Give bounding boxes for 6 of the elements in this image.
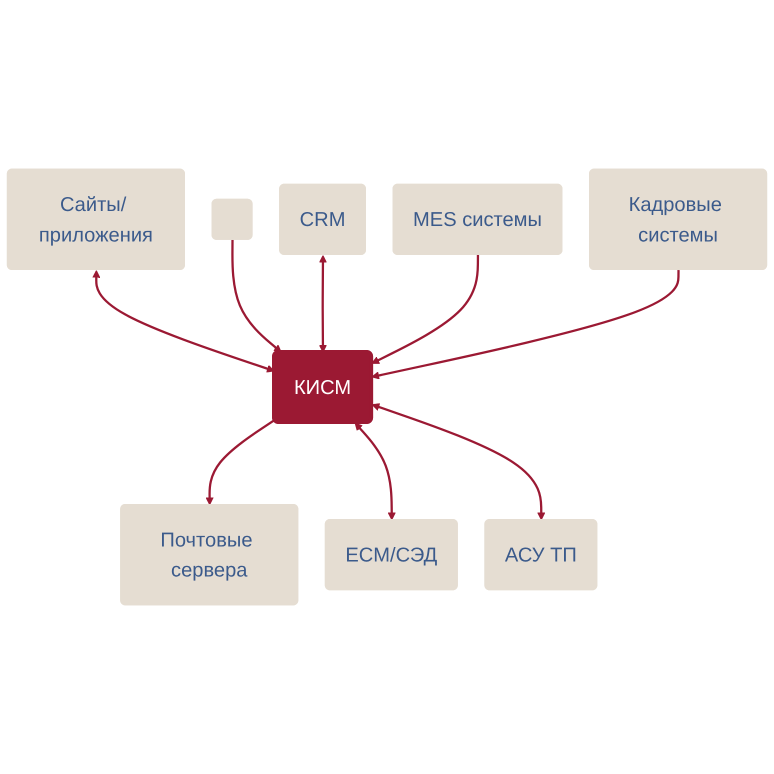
arrow bbox=[206, 419, 276, 506]
arrow bbox=[354, 422, 396, 520]
arrow bbox=[372, 403, 546, 520]
arrow bbox=[371, 270, 680, 380]
arrow bbox=[231, 240, 282, 353]
arrow bbox=[371, 254, 480, 364]
